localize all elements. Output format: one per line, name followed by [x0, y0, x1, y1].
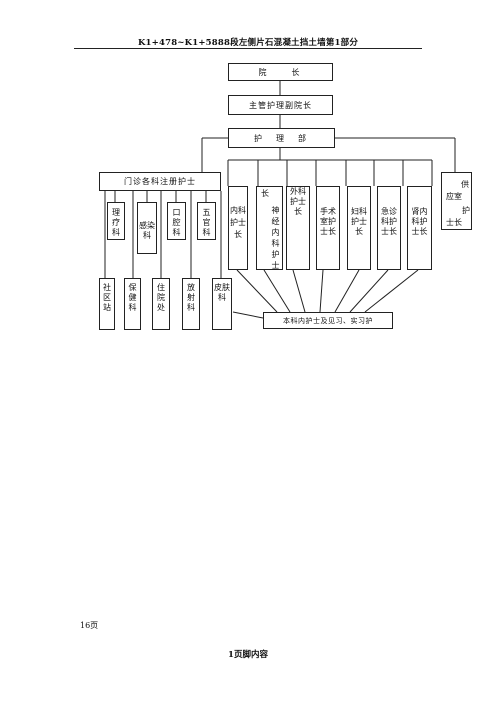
- president-box: 院 长: [228, 63, 333, 81]
- vice-president-box: 主管护理副院长: [228, 95, 333, 115]
- head-nurse-label-1: 内科护士长: [230, 206, 246, 239]
- head-nurse-label-7: 急诊科护士长: [381, 207, 397, 236]
- head-nurse-label-5: 手术室护士长: [320, 207, 336, 236]
- supply-room-line-1: 供: [461, 180, 469, 189]
- supply-room-box: 供 应室 护 士长: [441, 172, 472, 230]
- header-rule: [74, 48, 422, 49]
- head-nurse-box-6: 急诊科护士长: [377, 186, 401, 270]
- outpatient-sub-box-4: 五官科: [197, 202, 216, 240]
- head-nurse-label-4: 外科护士长: [290, 187, 306, 216]
- outpatient-sub-box-3: 口腔科: [167, 202, 186, 240]
- bottom-unit-box-1: 社区站: [99, 278, 115, 330]
- bottom-unit-label-1: 社区站: [103, 283, 111, 312]
- bottom-unit-box-4: 放射科: [182, 278, 200, 330]
- outpatient-sub-label-4: 五官科: [202, 208, 211, 237]
- bottom-unit-label-4: 放射科: [187, 283, 195, 312]
- nursing-department-box: 护 理 部: [228, 128, 335, 148]
- bottom-unit-box-5: 皮肤科: [212, 278, 232, 330]
- head-nurse-box-7: 肾内科护士长: [407, 186, 432, 270]
- staff-nurses-box: 本科内护士及见习、实习护: [263, 312, 393, 329]
- outpatient-sub-label-1: 理疗科: [112, 208, 120, 237]
- head-nurse-box-1: 内科护士长: [228, 186, 248, 270]
- outpatient-nurses-label: 门诊各科注册护士: [124, 177, 196, 186]
- head-nurse-box-2: 长 神经内科护士: [256, 186, 283, 270]
- supply-room-line-3: 护: [462, 206, 470, 215]
- bottom-unit-box-2: 保健科: [124, 278, 141, 330]
- supply-room-line-2: 应室: [446, 192, 462, 201]
- document-header-title: K1+478~K1+5888段左侧片石混凝土挡土墙第1部分: [137, 38, 359, 48]
- outpatient-sub-label-3: 口腔科: [172, 208, 181, 237]
- bottom-unit-label-2: 保健科: [128, 283, 137, 312]
- vice-president-label: 主管护理副院长: [249, 100, 312, 110]
- bottom-unit-label-3: 住院处: [157, 283, 165, 312]
- head-nurse-label-2: 长: [261, 189, 269, 198]
- head-nurse-box-3: 外科护士长: [286, 186, 310, 270]
- staff-nurses-label: 本科内护士及见习、实习护: [283, 316, 373, 325]
- head-nurse-label-6: 妇科护士长: [351, 207, 367, 236]
- nursing-department-label: 护 理 部: [254, 133, 309, 143]
- outpatient-sub-label-2: 感染科: [139, 221, 155, 240]
- page-number: 16页: [80, 621, 99, 630]
- head-nurse-label-3: 神经内科护士: [271, 206, 280, 270]
- bottom-unit-box-3: 住院处: [152, 278, 170, 330]
- footer-text: 1页脚内容: [228, 650, 268, 660]
- outpatient-sub-box-1: 理疗科: [107, 202, 125, 240]
- head-nurse-label-8: 肾内科护士长: [411, 207, 428, 236]
- outpatient-sub-box-2: 感染科: [137, 202, 157, 254]
- president-label: 院 长: [258, 67, 303, 77]
- bottom-unit-label-5: 皮肤科: [214, 283, 230, 302]
- head-nurse-box-5: 妇科护士长: [347, 186, 371, 270]
- head-nurse-box-4: 手术室护士长: [316, 186, 340, 270]
- supply-room-line-4: 士长: [446, 218, 462, 227]
- outpatient-nurses-box: 门诊各科注册护士: [99, 172, 221, 191]
